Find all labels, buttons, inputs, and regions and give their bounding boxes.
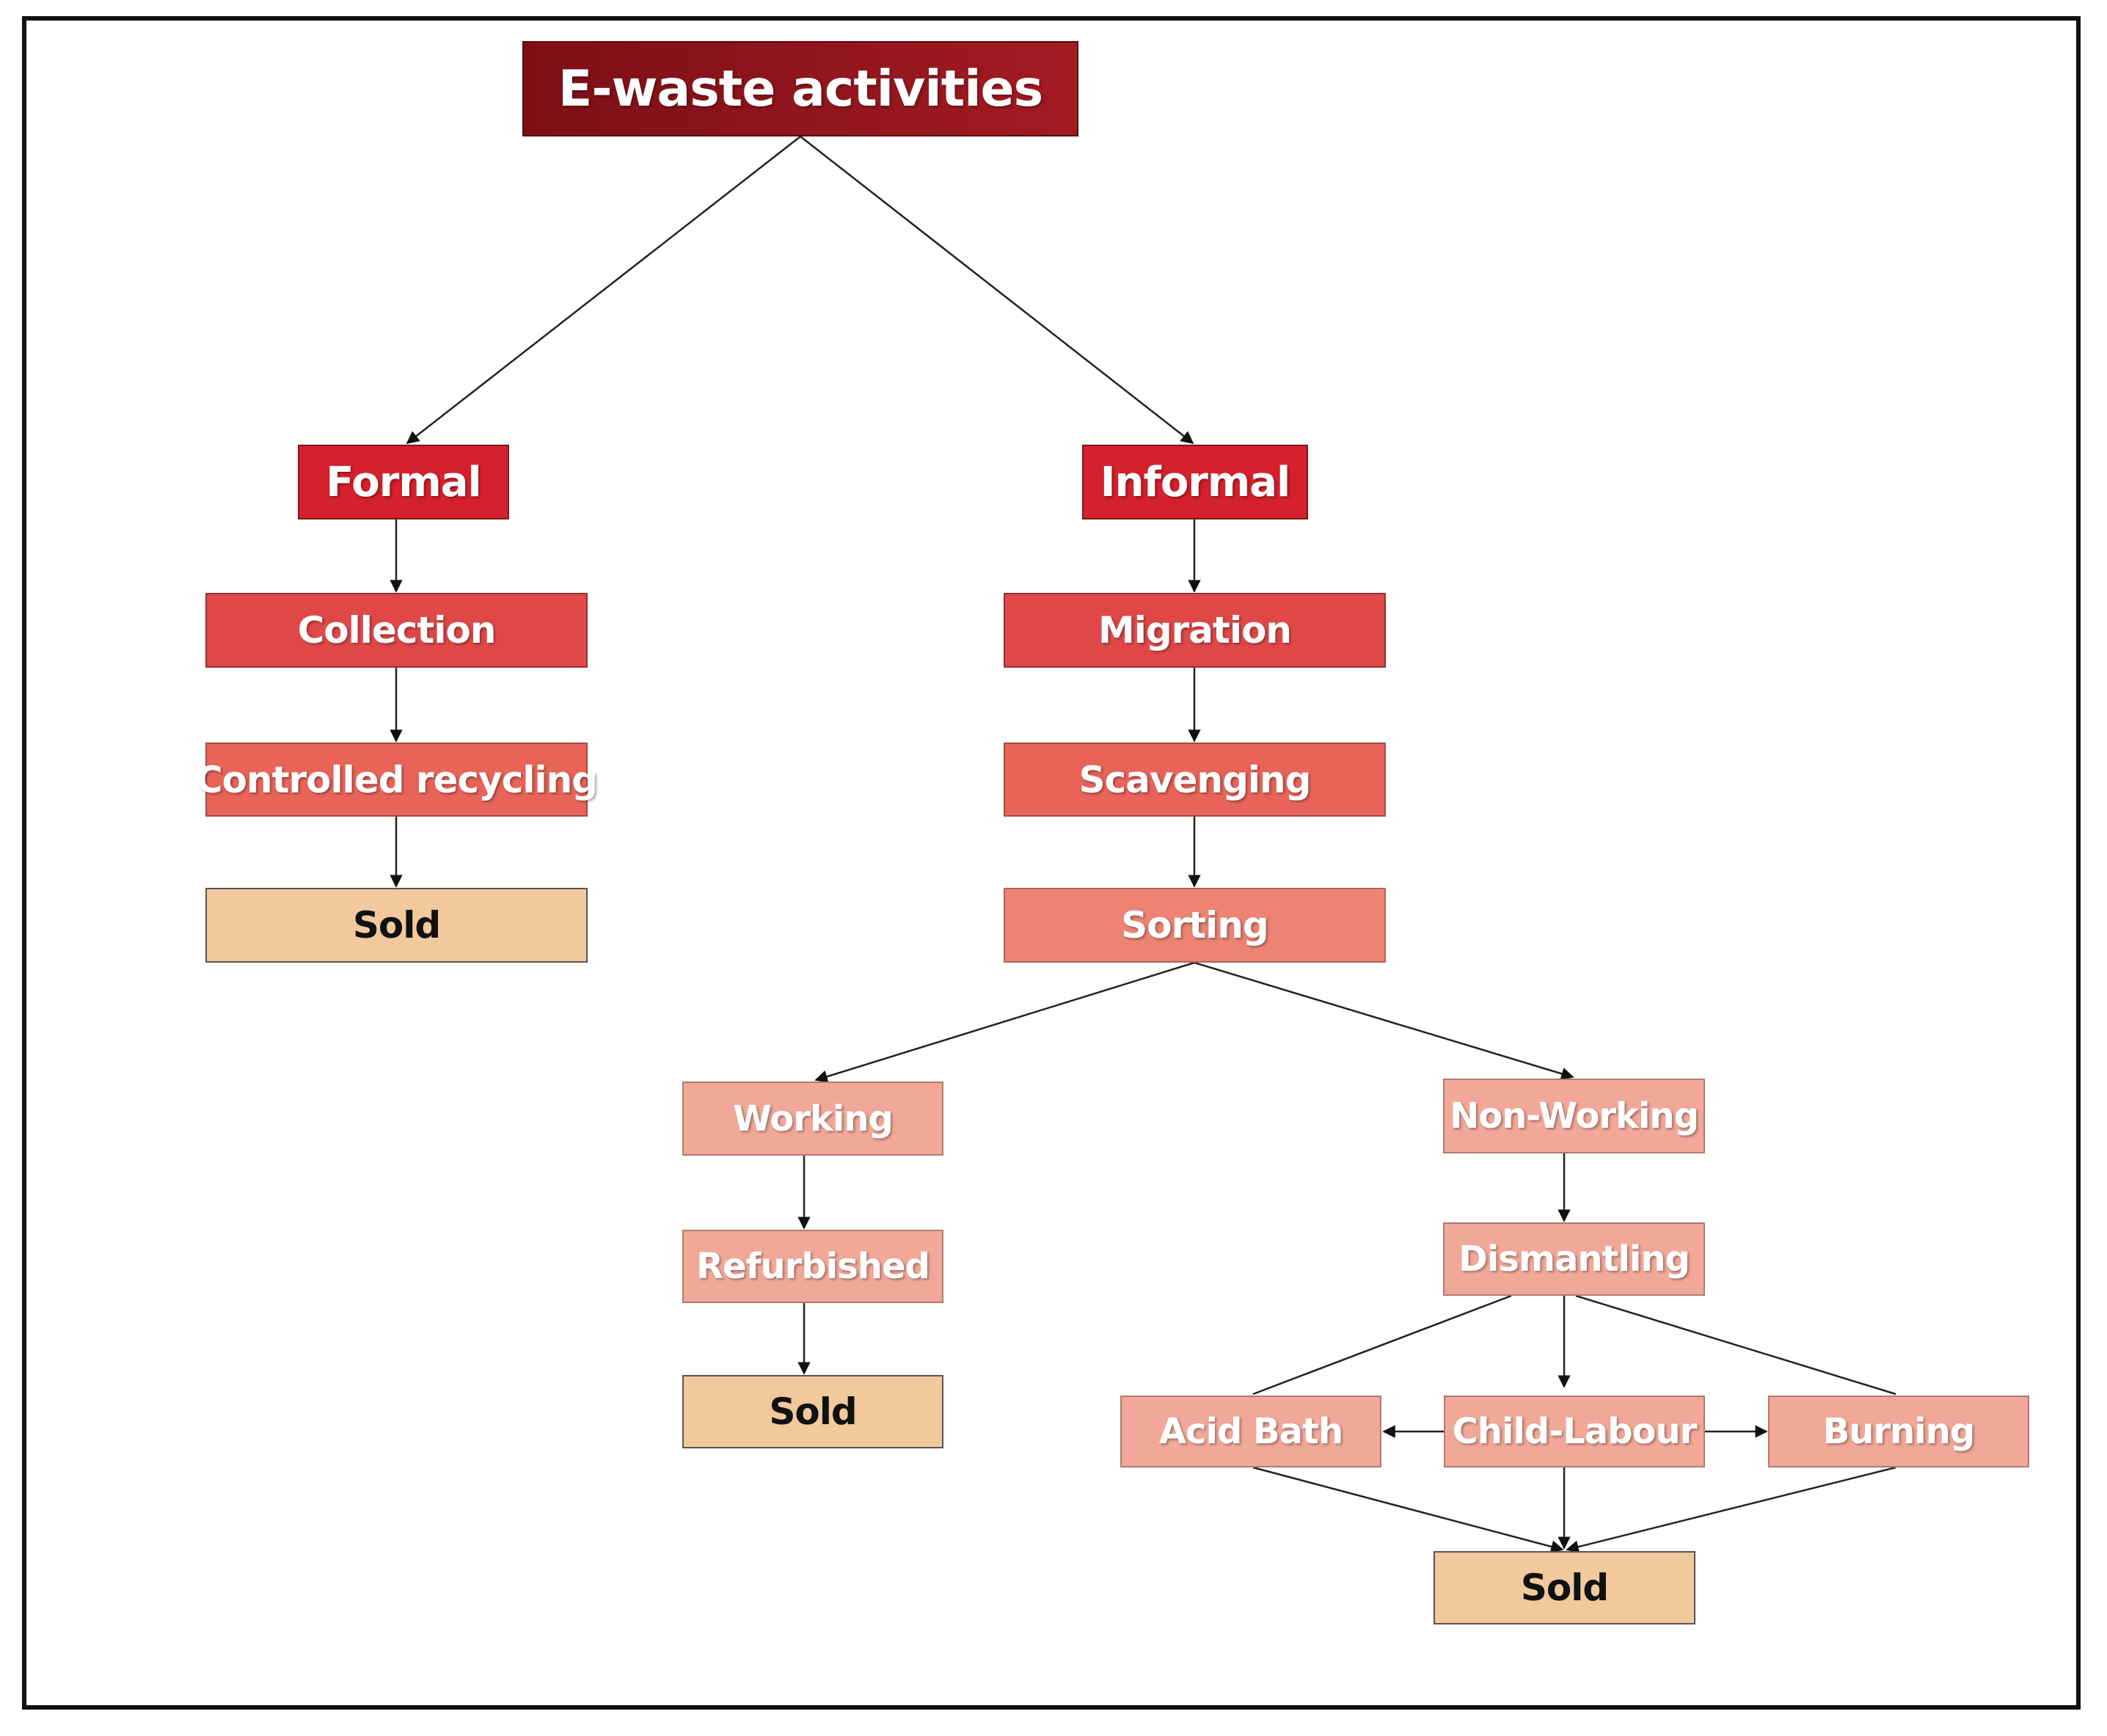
diagram-frame — [22, 16, 2081, 1710]
node-migration: Migration — [1004, 593, 1386, 668]
arrow-acidbath-sold — [1252, 1466, 1564, 1553]
line-dismantling-burning — [1575, 1294, 1896, 1396]
node-scavenging: Scavenging — [1004, 743, 1386, 817]
node-sold-formal: Sold — [205, 888, 588, 963]
node-collection: Collection — [205, 593, 588, 668]
node-refurbished: Refurbished — [682, 1230, 943, 1303]
arrow-sorting-nonworking — [1194, 961, 1574, 1080]
arrow-sorting-working — [814, 961, 1195, 1083]
node-informal: Informal — [1082, 445, 1308, 519]
node-working: Working — [682, 1082, 943, 1156]
node-non-working: Non-Working — [1443, 1079, 1705, 1153]
arrow-burning-sold — [1566, 1466, 1896, 1553]
arrow-root-informal — [800, 136, 1194, 445]
node-controlled-recycling: Controlled recycling — [196, 743, 598, 817]
line-dismantling-acidbath — [1252, 1294, 1512, 1396]
node-sorting: Sorting — [1004, 888, 1386, 963]
node-sold-final: Sold — [1434, 1551, 1695, 1624]
node-sold-working: Sold — [682, 1375, 943, 1448]
arrow-root-formal — [406, 136, 801, 445]
root-node-e-waste-activities: E-waste activities — [522, 41, 1078, 136]
node-formal: Formal — [298, 445, 509, 519]
node-child-labour: Child-Labour — [1444, 1396, 1705, 1467]
node-acid-bath: Acid Bath — [1120, 1396, 1381, 1467]
node-burning: Burning — [1768, 1396, 2029, 1467]
node-dismantling: Dismantling — [1443, 1222, 1705, 1296]
